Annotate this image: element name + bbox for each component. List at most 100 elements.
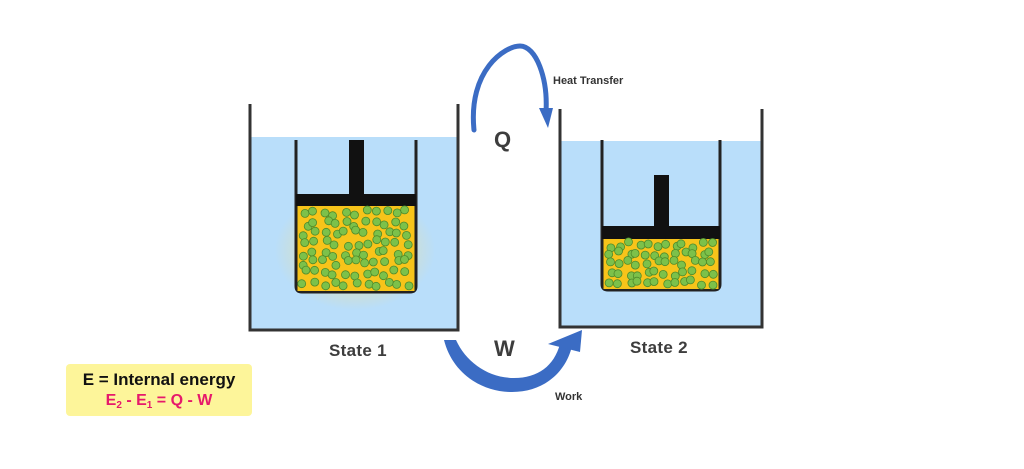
work-caption: Work (555, 391, 583, 403)
state2-particle (708, 280, 718, 290)
state1-piston-head (296, 194, 416, 206)
state1-particle (310, 226, 320, 236)
state1-particle (363, 239, 373, 249)
state1-particle (371, 206, 381, 216)
state1-particle (391, 217, 401, 227)
state1-particle (379, 220, 389, 230)
state1-particle (331, 278, 341, 287)
state1-particle (400, 255, 409, 264)
state2-particle (708, 269, 718, 279)
state1-particle (327, 270, 337, 280)
heat-arrowhead (539, 108, 553, 128)
state1-particle (342, 207, 351, 217)
state1-particle (343, 241, 353, 251)
state1-particle (392, 279, 402, 289)
state1-particle (308, 206, 317, 216)
state2-particle (700, 269, 710, 279)
state1-particle (342, 217, 352, 226)
state1-particle (400, 267, 410, 277)
state1-particle (359, 250, 368, 260)
state1-particle (390, 237, 400, 247)
state2-particle (649, 277, 659, 287)
state2-particle (649, 266, 659, 276)
state1-particle (361, 216, 371, 226)
state1-particle (309, 236, 319, 246)
state1-particle (307, 247, 317, 257)
state1-particle (372, 235, 382, 245)
state1-particle (298, 251, 308, 261)
state2-particle (642, 259, 652, 269)
state2-particle (698, 237, 708, 247)
state2-particle (670, 278, 680, 287)
state1-particle (392, 208, 402, 218)
state2-particle (643, 239, 653, 249)
state1-piston-rod (349, 140, 364, 195)
state1-label: State 1 (329, 341, 387, 360)
first-law-equation: E2 - E1 = Q - W (66, 392, 252, 411)
state1-particles (297, 205, 414, 291)
state2-particle (604, 249, 614, 259)
state1-particle (383, 206, 393, 216)
state1-particle (391, 228, 401, 238)
state2-particle (636, 240, 646, 250)
eq-sub2: 2 (116, 400, 122, 411)
state1-particle (331, 260, 341, 270)
state2-particle (708, 238, 717, 247)
state1-particle (301, 265, 311, 275)
state1-particle (328, 251, 338, 261)
state1-particle (371, 281, 381, 291)
state2-particle (676, 239, 686, 249)
state1-particle (338, 226, 348, 236)
state1-beaker (248, 104, 460, 332)
state2-piston-rod (654, 175, 669, 227)
state1-cylinder (294, 140, 418, 294)
heat-symbol: Q (494, 127, 512, 152)
state1-particle (322, 235, 332, 245)
state1-particle (341, 270, 350, 280)
state2-particle (623, 255, 633, 265)
state2-particle (704, 247, 714, 257)
state1-particle (297, 279, 307, 289)
state1-particle (321, 248, 331, 258)
state1-particle (380, 257, 390, 267)
state2-beaker (558, 109, 764, 329)
state1-particle (352, 278, 362, 288)
state2-particle (661, 239, 670, 249)
state2-particle (632, 276, 642, 286)
state1-particle (378, 246, 388, 256)
state2-particle (606, 257, 615, 267)
state2-particle (678, 267, 687, 277)
state1-particle (400, 205, 410, 215)
state1-particle (354, 241, 364, 250)
state2-particle (663, 279, 673, 289)
state2-particle (653, 242, 663, 252)
state1-particle (384, 277, 394, 287)
eq-minus: - (121, 392, 137, 409)
state1-particle (402, 230, 411, 240)
state2-particle (686, 275, 695, 285)
state2-particle (630, 248, 640, 258)
eq-e2: E (105, 392, 117, 409)
eq-sub1: 1 (146, 400, 153, 411)
state2-particle (669, 255, 679, 265)
state2-piston-head (602, 226, 720, 239)
state1-particle (310, 265, 320, 275)
eq-e1: E (136, 392, 147, 409)
state1-particle (403, 240, 413, 250)
state2-particle (613, 269, 623, 279)
state2-particle (671, 248, 680, 258)
state2-particles (604, 237, 718, 290)
state1-particle (329, 240, 339, 250)
state1-particle (368, 257, 378, 267)
state1-particle (310, 277, 320, 287)
state1-particle (358, 227, 368, 237)
state1-particle (321, 227, 331, 237)
state1-particle (360, 258, 370, 268)
work-symbol: W (494, 336, 515, 361)
state1-particle (320, 208, 330, 218)
state2-particle (690, 255, 700, 265)
energy-note: E = Internal energy E2 - E1 = Q - W (66, 364, 252, 416)
state1-particle (350, 210, 359, 220)
state1-particle (321, 281, 331, 291)
state2-particle (624, 237, 633, 247)
